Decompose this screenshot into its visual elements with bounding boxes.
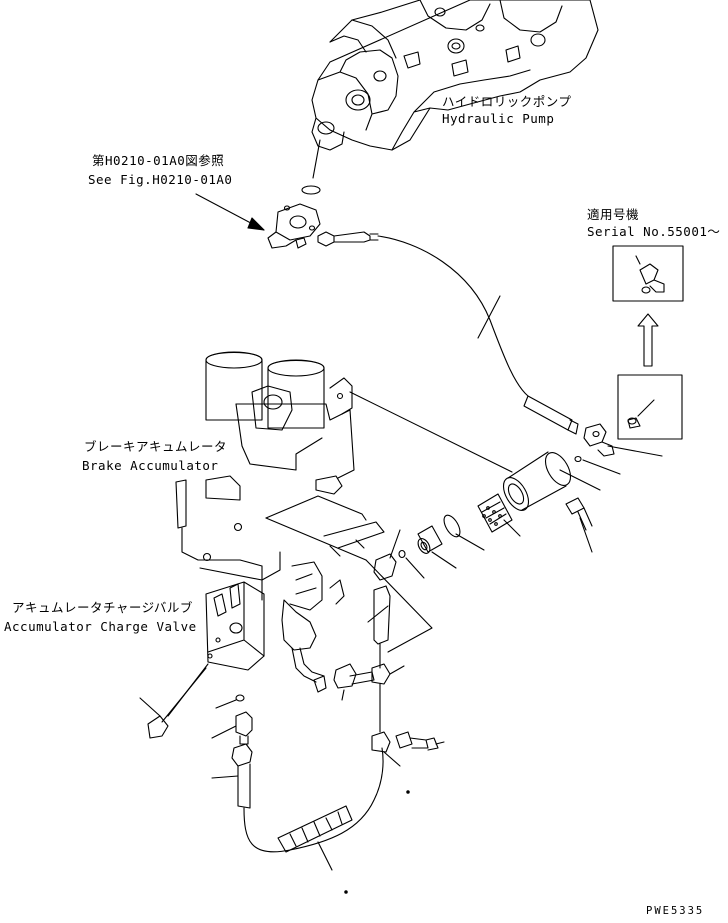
small-o-ring	[575, 457, 581, 462]
center-bolt	[334, 664, 374, 700]
brake-accumulator-label-en: Brake Accumulator	[82, 458, 219, 473]
drawing-code: PWE5335	[646, 905, 705, 917]
right-pipe	[368, 530, 404, 766]
see-fig-label-ja: 第H0210-01A0図参照	[92, 153, 225, 168]
charge-valve-label-ja: アキュムレータチャージバルブ	[12, 600, 193, 615]
brake-accumulator	[206, 352, 354, 531]
brake-accumulator-label-ja: ブレーキアキュムレータ	[84, 439, 228, 454]
pump-o-ring	[302, 186, 320, 194]
hose-end-elbow	[584, 424, 662, 456]
serial-label-ja: 適用号機	[587, 207, 640, 222]
fitting-o-ring	[399, 551, 405, 558]
frame-lines	[266, 392, 512, 652]
valve-adapter	[212, 712, 252, 744]
hydraulic-pump-label-ja: ハイドロリックポンプ	[442, 94, 572, 109]
pump-hose	[318, 232, 578, 434]
charge-valve	[206, 582, 264, 670]
lower-hose	[212, 744, 383, 870]
serial-label-en: Serial No.55001～	[587, 224, 721, 239]
pump-o-ring-leader	[313, 140, 320, 178]
charge-valve-label-en: Accumulator Charge Valve	[4, 619, 197, 634]
dot-1	[407, 791, 409, 793]
serial-inset	[613, 246, 683, 439]
see-fig-arrow	[196, 194, 264, 230]
lower-right-bolt	[396, 732, 444, 750]
line-filter	[416, 448, 600, 568]
hose-leader	[478, 296, 500, 338]
valve-o-ring	[236, 695, 244, 701]
bracket-piping	[176, 480, 384, 692]
hydraulic-pump-label-en: Hydraulic Pump	[442, 111, 555, 126]
see-fig-label-en: See Fig.H0210-01A0	[88, 172, 233, 187]
valve-bolt	[140, 664, 208, 738]
pump-elbow-fitting	[268, 204, 320, 248]
dot-2	[345, 891, 347, 893]
hydraulic-pump	[312, 0, 598, 150]
